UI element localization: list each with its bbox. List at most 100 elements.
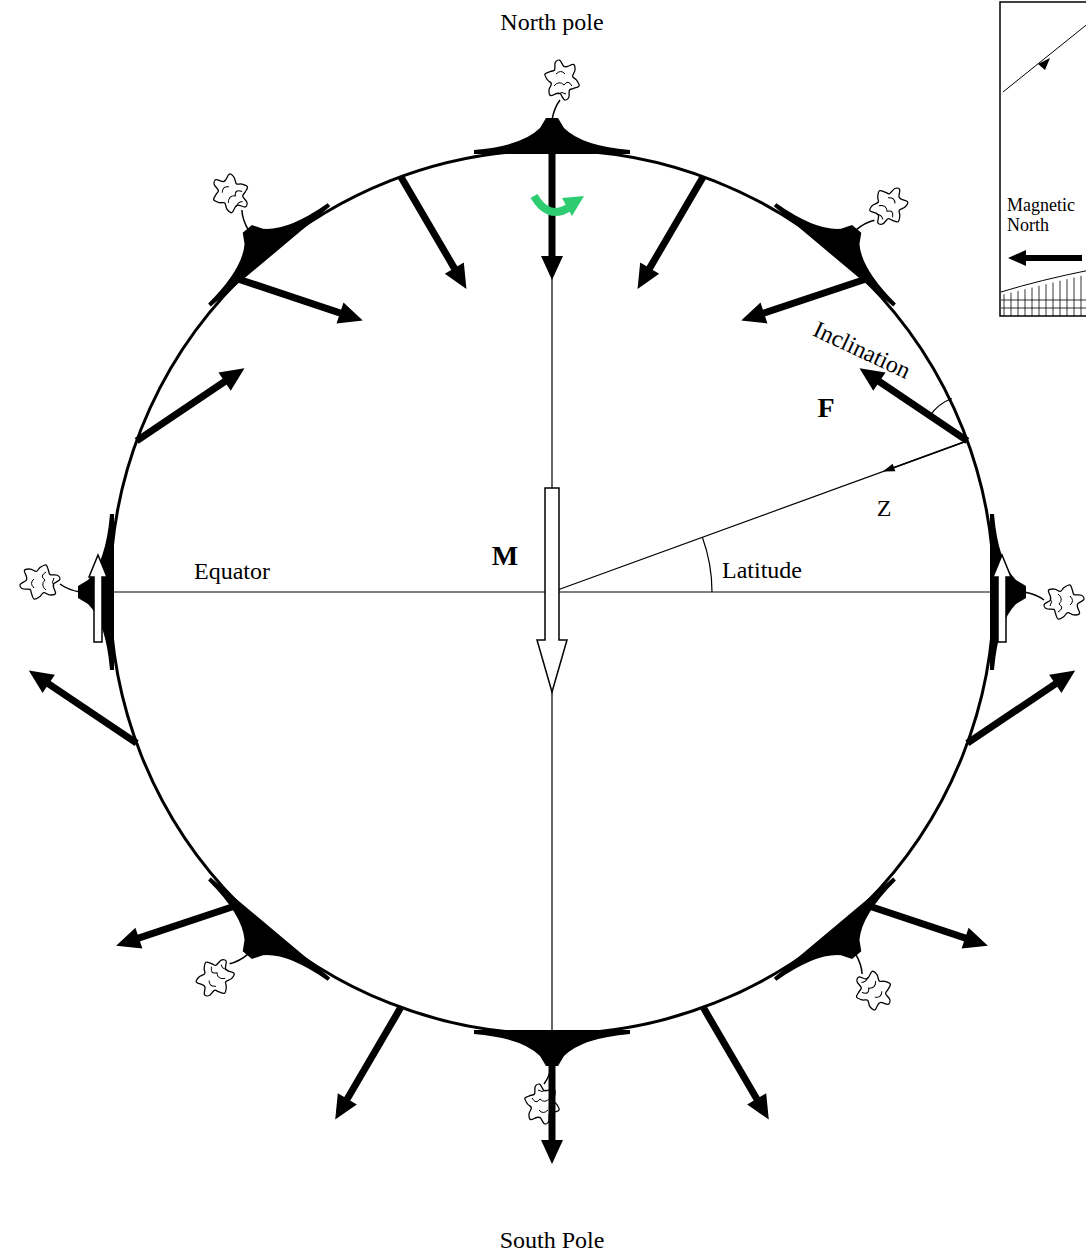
plume-detail [532,1090,550,1113]
plume-cloud [545,60,579,100]
magnetic-north-arrow [1008,250,1082,266]
arrow-head [541,1140,563,1164]
plume-stem [1024,592,1044,600]
ground-hatch [1004,294,1005,316]
plume-detail [32,572,55,590]
z-arrow [883,441,968,472]
angle-label: Latitude [722,557,802,583]
field-arrow [335,1007,401,1119]
arrow-head [335,1093,357,1119]
plume-cloud [1044,585,1084,619]
arrow-head [337,303,363,324]
inset-field-line [1003,22,1086,92]
plume-cloud [847,964,899,1017]
arrow-head [1049,671,1075,694]
arrow-head [747,1093,769,1119]
latitude-arc [702,537,712,592]
arrow-shaft [1024,255,1082,261]
ground-hatch [1039,286,1040,316]
volcano-mound [474,118,630,154]
arrow-shaft [137,905,239,939]
inset-ground-surface [1001,270,1086,292]
dipole-arrow [537,488,567,692]
plume-stem [230,948,249,968]
earth-outline [110,150,994,1034]
inset-panel [1000,2,1086,316]
volcano-mound [78,514,114,670]
horizontal-field-arrow [89,555,107,642]
ground-hatch [1060,281,1061,316]
field-arrow [401,177,467,289]
field-arrow [638,177,704,289]
rotation-arrow-head [562,196,584,216]
plume-stem [236,210,255,230]
inset-frame [1000,2,1086,316]
arrow-head [638,263,660,289]
plume-detail [1050,594,1073,612]
inset-field-arrowhead [1038,58,1050,70]
arrow-shaft [649,177,704,270]
field-arrow [967,671,1075,744]
field-arrow [741,279,864,323]
vector-label: F [817,393,834,424]
arrow-head [741,303,767,324]
arrow-head [541,256,563,280]
ground-hatch [1067,279,1068,316]
ground-hatch [1074,277,1075,316]
plume-stem [552,100,560,120]
arrow-shaft [878,381,968,441]
volcano-mound [188,877,331,1005]
field-arrow [29,671,137,744]
arrow-head [883,464,896,472]
arrow-shaft [239,279,341,313]
plume-stem [60,584,80,592]
arrow-shaft [549,1034,556,1142]
ground-hatch [1081,276,1082,316]
volcano [20,514,114,670]
field-arrow [137,368,245,441]
plume-detail [219,180,247,209]
line-label: Equator [194,558,270,584]
field-arrow [239,279,362,323]
ground-hatch [1018,291,1019,316]
arrow-head [962,928,988,949]
arrow-head [29,671,55,694]
plume-detail [857,975,885,1004]
arrow-head [1008,250,1026,266]
field-arrow [541,1034,563,1164]
pole-label: South Pole [500,1227,605,1253]
plume-cloud [863,180,915,233]
plume-cloud [205,167,257,220]
ground-hatch [1001,300,1086,301]
axis-label: Z [877,495,892,521]
arrow-shaft [346,1007,401,1100]
ground-hatch [1025,289,1026,316]
field-arrow [116,905,239,949]
field-arrow [860,368,968,441]
ground-hatch [1032,288,1033,316]
arrow-shaft [865,905,967,939]
arrow-head [445,263,467,289]
volcano [990,514,1084,670]
arrow-shaft [137,381,227,441]
ground-hatch [1011,293,1012,316]
pole-label: North pole [500,9,603,35]
arrow-shaft [762,279,864,313]
plume-cloud [20,565,60,599]
volcano-mound [774,877,917,1005]
field-arrow [865,905,988,949]
arrow-shaft [892,441,967,468]
plume-detail [554,72,572,95]
ground-hatch [1053,283,1054,316]
arrow-shaft [401,177,456,270]
arrow-head [218,368,244,391]
ground-hatch [1001,308,1086,309]
arrow-shaft [967,683,1057,743]
arrow-shaft [549,150,556,258]
latitude-line [552,441,967,592]
inclination-arc [930,399,952,416]
inset-label: Magnetic North [1007,196,1083,236]
arrow-shaft [703,1007,758,1100]
volcano-mound [990,514,1026,670]
